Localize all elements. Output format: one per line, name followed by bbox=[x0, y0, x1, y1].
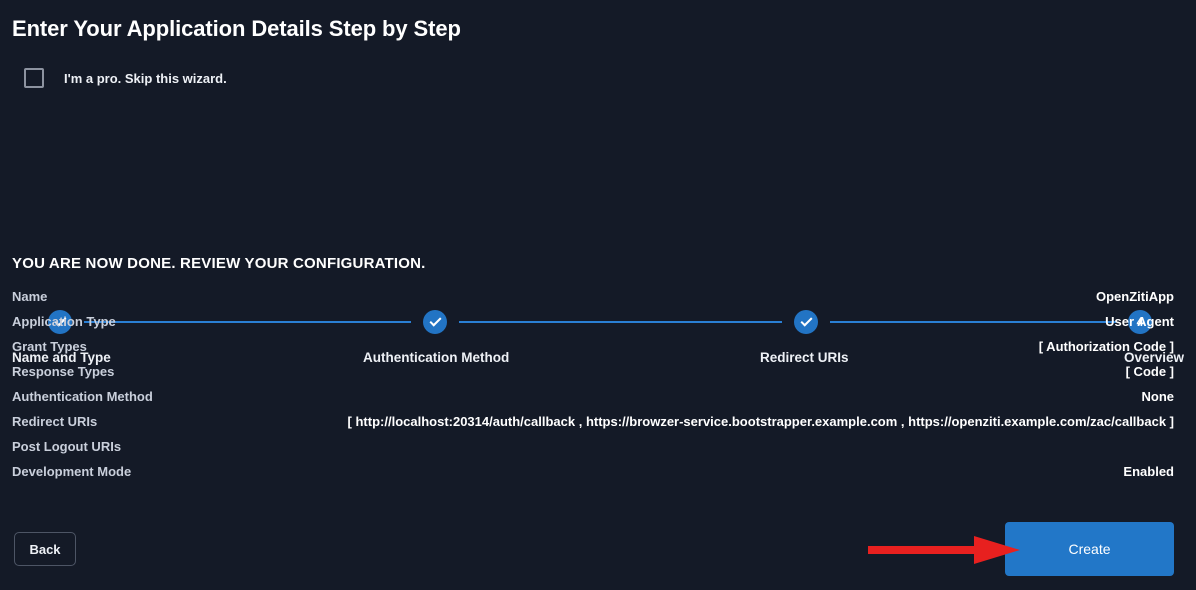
step-node-3[interactable] bbox=[794, 310, 818, 334]
step-node-4[interactable]: 4 bbox=[1128, 310, 1152, 334]
summary-value-application-type: User Agent bbox=[1105, 314, 1174, 329]
summary-value-response-types: [ Code ] bbox=[1125, 364, 1174, 379]
annotation-arrow-icon bbox=[868, 536, 1020, 564]
summary-row: Application Type User Agent bbox=[12, 314, 1174, 339]
summary-row: Development Mode Enabled bbox=[12, 464, 1174, 489]
summary-row: Redirect URIs [ http://localhost:20314/a… bbox=[12, 414, 1174, 439]
summary-row: Response Types [ Code ] bbox=[12, 364, 1174, 389]
summary-key-grant-types: Grant Types bbox=[12, 339, 87, 354]
page-title: Enter Your Application Details Step by S… bbox=[12, 16, 461, 41]
summary-key-name: Name bbox=[12, 289, 48, 304]
step-node-1[interactable] bbox=[48, 310, 72, 334]
summary-row: Authentication Method None bbox=[12, 389, 1174, 414]
step-label-name-and-type: Name and Type bbox=[12, 350, 111, 365]
step-number: 4 bbox=[1136, 315, 1144, 329]
step-label-overview: Overview bbox=[1123, 350, 1184, 365]
create-button[interactable]: Create bbox=[1005, 522, 1174, 576]
summary-value-redirect-uris: [ http://localhost:20314/auth/callback ,… bbox=[347, 414, 1174, 429]
step-label-authentication-method: Authentication Method bbox=[363, 350, 510, 365]
summary-row: Grant Types [ Authorization Code ] bbox=[12, 339, 1174, 364]
step-label-redirect-uris: Redirect URIs bbox=[760, 350, 849, 365]
wizard-stepper: 4 Name and Type Authentication Method Re… bbox=[0, 155, 1196, 365]
skip-wizard-checkbox[interactable] bbox=[24, 68, 44, 88]
summary-key-authentication-method: Authentication Method bbox=[12, 389, 153, 404]
summary-key-post-logout-uris: Post Logout URIs bbox=[12, 439, 122, 454]
summary-row: Name OpenZitiApp bbox=[12, 289, 1174, 314]
configuration-summary: Name OpenZitiApp Application Type User A… bbox=[12, 289, 1174, 489]
summary-key-redirect-uris: Redirect URIs bbox=[12, 414, 98, 429]
step-connector-1 bbox=[84, 321, 411, 323]
summary-value-authentication-method: None bbox=[1141, 389, 1175, 404]
summary-value-development-mode: Enabled bbox=[1123, 464, 1174, 479]
summary-key-response-types: Response Types bbox=[12, 364, 115, 379]
back-button[interactable]: Back bbox=[14, 532, 76, 566]
skip-wizard-label: I'm a pro. Skip this wizard. bbox=[64, 70, 227, 86]
summary-key-application-type: Application Type bbox=[12, 314, 116, 329]
summary-value-grant-types: [ Authorization Code ] bbox=[1038, 339, 1174, 354]
summary-row: Post Logout URIs bbox=[12, 439, 1174, 464]
step-connector-2 bbox=[459, 321, 782, 323]
review-heading: YOU ARE NOW DONE. REVIEW YOUR CONFIGURAT… bbox=[12, 255, 426, 272]
skip-wizard-row[interactable]: I'm a pro. Skip this wizard. bbox=[24, 68, 227, 88]
summary-value-name: OpenZitiApp bbox=[1096, 289, 1174, 304]
summary-key-development-mode: Development Mode bbox=[12, 464, 132, 479]
step-node-2[interactable] bbox=[423, 310, 447, 334]
step-connector-3 bbox=[830, 321, 1116, 323]
